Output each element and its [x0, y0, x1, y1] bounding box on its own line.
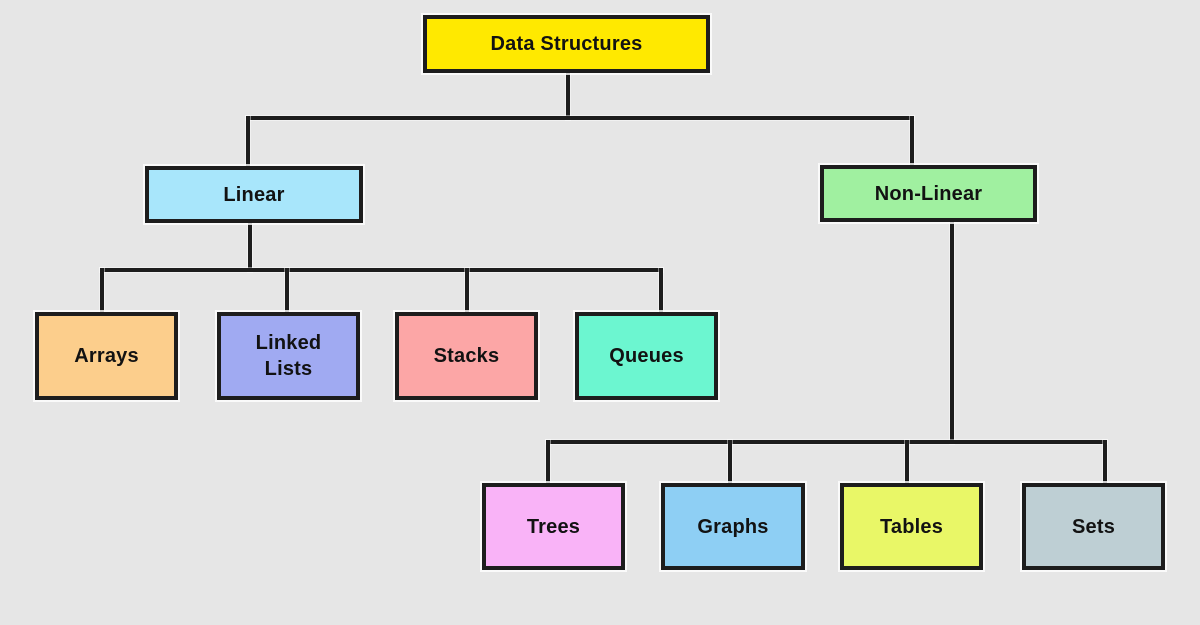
connector-to-tables [905, 440, 909, 487]
connector-to-nonlinear [910, 116, 914, 169]
connector-to-linear [246, 116, 250, 170]
connector-to-queues [659, 268, 663, 316]
connector-bus-level1 [246, 116, 914, 120]
node-queues-label: Queues [609, 345, 684, 367]
node-non-linear-label: Non-Linear [874, 182, 983, 205]
connector-bus-level3 [546, 440, 1107, 444]
connector-to-stacks [465, 268, 469, 316]
node-linked-lists-label: Linked Lists [255, 332, 322, 380]
node-arrays: Arrays [35, 312, 178, 400]
node-stacks-label: Stacks [433, 345, 500, 367]
node-queues: Queues [575, 312, 718, 400]
connector-linear-down [248, 219, 252, 272]
connector-to-trees [546, 440, 550, 487]
node-tables: Tables [840, 483, 983, 570]
node-sets-label: Sets [1071, 515, 1116, 538]
node-tables-label: Tables [879, 515, 944, 538]
connector-bus-level2 [100, 268, 663, 272]
connector-to-linkedlists [285, 268, 289, 316]
node-non-linear: Non-Linear [820, 165, 1037, 222]
connector-nonlinear-down [950, 218, 954, 444]
node-stacks: Stacks [395, 312, 538, 400]
node-trees-label: Trees [526, 515, 581, 538]
connector-to-arrays [100, 268, 104, 316]
node-arrays-label: Arrays [74, 345, 139, 367]
connector-to-graphs [728, 440, 732, 487]
connector-to-sets [1103, 440, 1107, 487]
node-linear-label: Linear [223, 183, 285, 206]
node-sets: Sets [1022, 483, 1165, 570]
node-data-structures-label: Data Structures [490, 33, 643, 55]
node-data-structures: Data Structures [423, 15, 710, 73]
node-linked-lists: Linked Lists [217, 312, 360, 400]
node-trees: Trees [482, 483, 625, 570]
connector-root-down [566, 71, 570, 120]
node-graphs: Graphs [661, 483, 805, 570]
node-graphs-label: Graphs [697, 515, 769, 538]
node-linear: Linear [145, 166, 363, 223]
